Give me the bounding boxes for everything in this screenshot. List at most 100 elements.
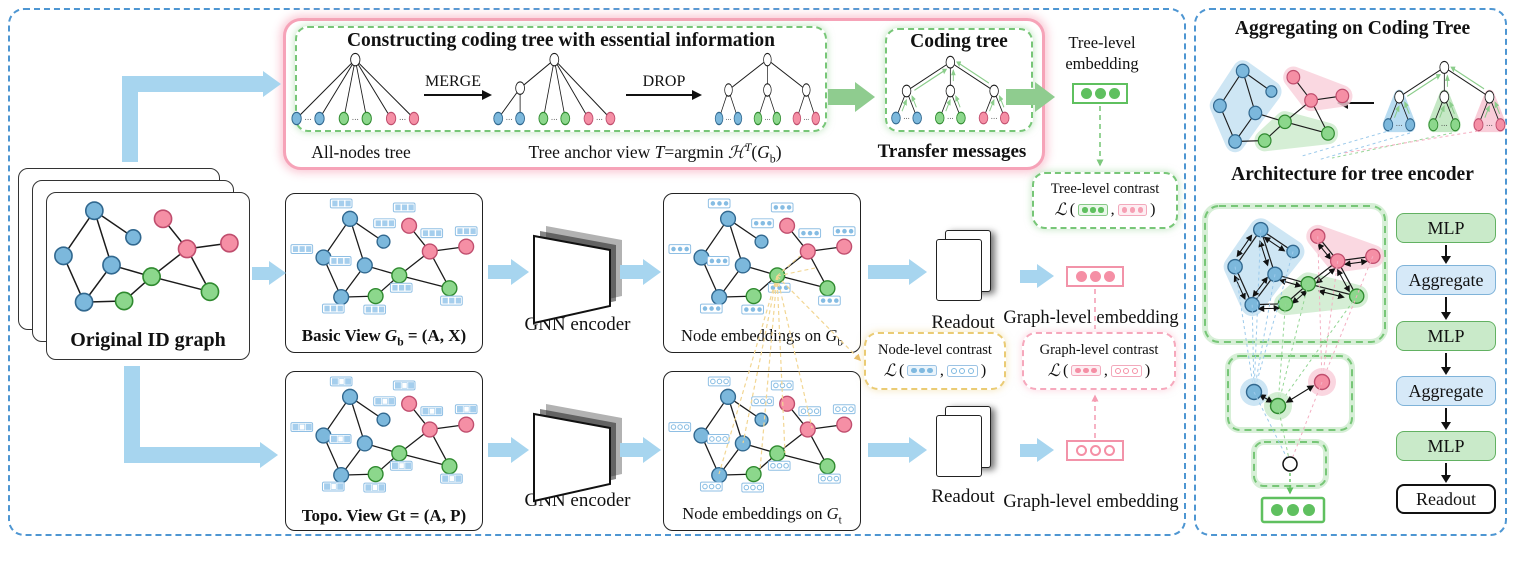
entropy-symbol: ℋ (727, 142, 745, 162)
right-section-border (1194, 8, 1507, 536)
arrow-original-to-basic (252, 266, 269, 280)
flow-varrow (1445, 245, 1448, 258)
arrow-anchor-to-coding-tree (828, 89, 855, 105)
node-embedding-mini-chip-hollow (946, 364, 978, 377)
topo-view-label: Topo. View Gt = (A, P) (301, 506, 467, 525)
arrow-basic-to-gnn-head (511, 258, 529, 285)
tree-anchor-caption: Tree anchor view T=argmin ℋT(Gb) (528, 140, 782, 166)
svg-text:···: ··· (352, 114, 359, 124)
aggregating-title: Aggregating on Coding Tree (1234, 18, 1471, 39)
svg-text:···: ··· (947, 114, 954, 124)
graph-level-contrast-formula: ℒ( , ) (1047, 360, 1151, 380)
tree-encoder-architecture-svg (1202, 203, 1388, 524)
flow-box-mlp-2: MLP (1396, 321, 1496, 351)
node-embeddings-t-label: Node embeddings on Gt (682, 503, 842, 526)
drop-arrow-head (692, 89, 702, 100)
arrow-topo-to-gnn-head (511, 436, 529, 463)
node-embeddings-t-graph-svg (668, 376, 856, 493)
tree-embedding-mini-chip-pink (1117, 204, 1148, 216)
tree-level-contrast-label: Tree-level contrast (1050, 181, 1160, 197)
flow-varrow (1445, 463, 1448, 477)
gnn-encoder-shape-2 (533, 404, 622, 503)
elbow-arrow-up-head (263, 70, 281, 97)
svg-text:···: ··· (1486, 120, 1493, 130)
flow-varrow-head (1440, 475, 1451, 483)
flow-box-mlp-3: MLP (1396, 431, 1496, 461)
coding-tree-svg: ··· ··· ··· (891, 55, 1010, 125)
merge-arrow-head (482, 89, 492, 100)
flow-varrow-head (1440, 422, 1451, 430)
svg-text:···: ··· (506, 114, 513, 124)
aggregate-arrow (1348, 101, 1374, 105)
arrow-readout-to-embedding-2-head (1037, 437, 1054, 462)
basic-view-label: Basic View Gb = (A, X) (301, 325, 467, 348)
aggregating-graph-svg (1209, 60, 1353, 153)
embedding-dot (1080, 88, 1092, 99)
merge-arrow (424, 93, 482, 97)
drop-arrow (626, 93, 692, 97)
arrow-embeddings-to-readout-2 (868, 443, 909, 457)
readout-page-front (936, 239, 982, 301)
flow-varrow (1445, 353, 1448, 369)
node-embedding-mini-chip (907, 364, 937, 377)
graph-embedding-mini-chip-hollow (1110, 364, 1142, 377)
merge-label: MERGE (425, 73, 481, 90)
arrow-coding-tree-to-embedding-head (1035, 82, 1055, 112)
svg-text:···: ··· (726, 114, 732, 125)
aggregating-tree-svg: ········· (1382, 60, 1506, 133)
arrow-readout-to-embedding-1-head (1037, 263, 1054, 288)
node-level-contrast-label: Node-level contrast (878, 341, 992, 358)
arrow-readout-to-embedding-2 (1020, 443, 1037, 457)
transfer-messages-label: Transfer messages (877, 141, 1027, 162)
readout-label-1: Readout (931, 312, 995, 333)
topo-view-graph-svg (290, 376, 478, 493)
arrow-gnn-to-embeddings-t-head (643, 436, 661, 463)
graph-embedding-chip-topo (1066, 440, 1124, 461)
coding-tree-box (885, 28, 1033, 132)
flow-box-aggregate-1: Aggregate (1396, 265, 1496, 295)
node-embeddings-b-label: Node embeddings on Gb (681, 325, 843, 348)
gnn-encoder-shape-1 (533, 226, 622, 325)
tree-level-embedding-chip (1072, 83, 1128, 104)
arrow-gnn-to-embeddings-t (620, 443, 643, 457)
merged-tree-svg: ··· ··· ··· (493, 52, 616, 126)
tree-level-contrast-box: Tree-level contrast ℒ( , ) (1032, 172, 1178, 229)
graph-embedding-mini-chip (1071, 364, 1101, 377)
embedding-dot (1075, 271, 1087, 282)
svg-text:···: ··· (803, 114, 809, 125)
elbow-arrow-up (122, 76, 263, 92)
drop-label: DROP (642, 73, 686, 90)
tree-level-contrast-formula: ℒ( , ) (1054, 200, 1156, 219)
graph-level-embedding-label-1: Graph-level embedding (1003, 308, 1179, 328)
anchor-tree-svg: ········· (714, 52, 820, 126)
svg-text:···: ··· (991, 114, 998, 124)
all-nodes-tree-label: All-nodes tree (311, 142, 411, 162)
readout-pages-1 (936, 230, 994, 306)
arrow-embeddings-to-readout-1 (868, 265, 909, 279)
tree-level-embedding-label: Tree-level embedding (1065, 33, 1139, 73)
arrow-embeddings-to-readout-2-head (909, 436, 927, 463)
coding-tree-title: Coding tree (910, 31, 1008, 52)
left-section-border (8, 8, 1186, 536)
elbow-arrow-up-shaft (122, 76, 138, 162)
original-graph-label: Original ID graph (70, 329, 226, 351)
flow-box-aggregate-2: Aggregate (1396, 376, 1496, 406)
readout-pages-2 (936, 406, 994, 482)
arrow-readout-to-embedding-1 (1020, 269, 1037, 283)
svg-text:···: ··· (1441, 120, 1448, 130)
readout-label-2: Readout (931, 486, 995, 507)
graph-level-embedding-label-2: Graph-level embedding (1003, 492, 1179, 512)
arrow-embeddings-to-readout-1-head (909, 258, 927, 285)
flow-varrow-head (1440, 256, 1451, 264)
architecture-title: Architecture for tree encoder (1231, 164, 1474, 185)
construction-inner-box (295, 26, 827, 132)
elbow-arrow-down-head (260, 441, 278, 468)
svg-text:···: ··· (551, 114, 558, 124)
arrow-basic-to-gnn (488, 265, 511, 279)
graph-level-contrast-box: Graph-level contrast ℒ( , ) (1022, 332, 1176, 390)
svg-text:···: ··· (903, 114, 910, 124)
svg-text:···: ··· (596, 114, 603, 124)
tree-embedding-mini-chip (1078, 204, 1108, 216)
arrow-coding-tree-to-embedding (1006, 89, 1035, 105)
construction-title: Constructing coding tree with essential … (346, 30, 776, 51)
